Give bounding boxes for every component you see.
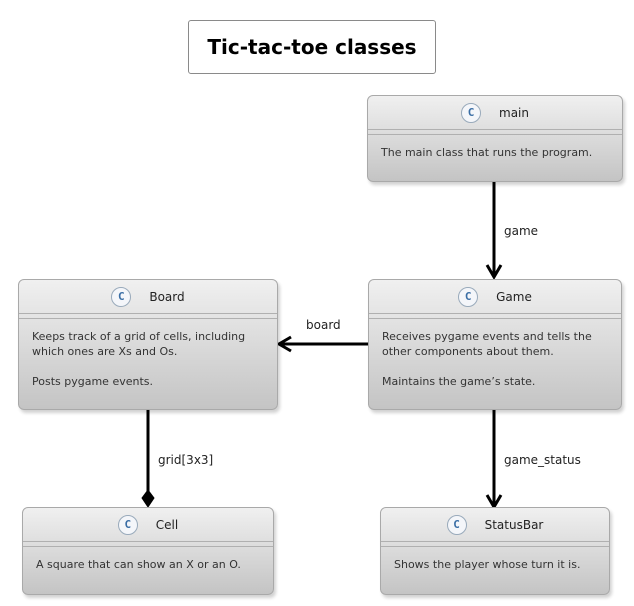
class-cell[interactable]: C Cell A square that can show an X or an… <box>22 507 274 595</box>
class-note: Posts pygame events. <box>32 375 153 388</box>
edge-game-board <box>276 335 368 353</box>
class-main[interactable]: C main The main class that runs the prog… <box>367 95 623 182</box>
class-icon: C <box>117 514 138 535</box>
class-note: Shows the player whose turn it is. <box>394 558 581 571</box>
class-separator <box>369 314 621 319</box>
class-body: The main class that runs the program. <box>368 135 622 160</box>
class-header: C Cell <box>23 508 273 542</box>
class-note: Receives pygame events and tells the oth… <box>382 330 592 358</box>
class-board[interactable]: C Board Keeps track of a grid of cells, … <box>18 279 278 410</box>
class-note: Keeps track of a grid of cells, includin… <box>32 330 246 358</box>
edge-label-grid: grid[3x3] <box>158 453 214 467</box>
class-icon: C <box>458 286 479 307</box>
class-name: main <box>499 105 529 120</box>
class-header: C main <box>368 96 622 130</box>
class-statusbar[interactable]: C StatusBar Shows the player whose turn … <box>380 507 610 595</box>
class-name: Game <box>496 289 532 304</box>
arrowhead-icon <box>276 335 292 353</box>
class-note: Maintains the game’s state. <box>382 375 536 388</box>
composition-diamond-icon <box>141 489 155 508</box>
class-separator <box>381 542 609 547</box>
class-icon: C <box>111 286 132 307</box>
diagram-title: Tic-tac-toe classes <box>207 35 417 59</box>
class-game[interactable]: C Game Receives pygame events and tells … <box>368 279 622 410</box>
class-name: StatusBar <box>484 517 544 532</box>
class-body: Shows the player whose turn it is. <box>381 547 609 572</box>
class-name: Cell <box>155 517 179 532</box>
edge-label-board: board <box>306 318 341 332</box>
class-header: C StatusBar <box>381 508 609 542</box>
class-note: The main class that runs the program. <box>381 146 593 159</box>
class-name: Board <box>149 289 185 304</box>
edge-game-status <box>485 410 503 510</box>
class-icon: C <box>461 102 481 123</box>
edge-main-game <box>485 181 503 280</box>
diagram-title-box: Tic-tac-toe classes <box>188 20 436 74</box>
arrowhead-icon <box>485 264 503 280</box>
class-separator <box>368 130 622 135</box>
edge-label-game: game <box>504 224 539 238</box>
class-header: C Game <box>369 280 621 314</box>
class-separator <box>19 314 277 319</box>
class-body: Keeps track of a grid of cells, includin… <box>19 319 277 389</box>
class-header: C Board <box>19 280 277 314</box>
class-body: Receives pygame events and tells the oth… <box>369 319 621 389</box>
edge-label-game-status: game_status <box>504 453 581 467</box>
class-note: A square that can show an X or an O. <box>36 558 241 571</box>
edge-board-cell <box>141 410 155 508</box>
class-icon: C <box>446 514 467 535</box>
class-body: A square that can show an X or an O. <box>23 547 273 572</box>
class-separator <box>23 542 273 547</box>
